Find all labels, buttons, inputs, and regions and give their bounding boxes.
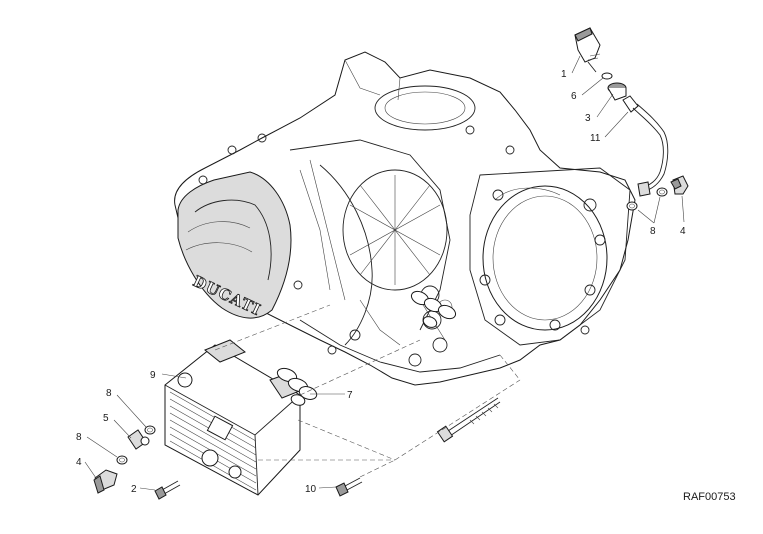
screw-10 bbox=[335, 477, 363, 497]
union-fitting bbox=[127, 429, 150, 450]
drawing-code: RAF00753 bbox=[683, 491, 736, 503]
sealing-washer-lower bbox=[116, 455, 128, 465]
oil-pressure-sensor bbox=[574, 27, 601, 73]
callout-5: 5 bbox=[103, 413, 109, 424]
adapter-fitting bbox=[607, 82, 627, 101]
callout-8-left-lower: 8 bbox=[76, 432, 82, 443]
screw-2 bbox=[154, 480, 181, 500]
long-bolt bbox=[436, 397, 501, 443]
callout-2: 2 bbox=[131, 484, 137, 495]
assembly-guides bbox=[214, 304, 521, 478]
sealing-washer-upper bbox=[144, 425, 156, 435]
callout-8-left-upper: 8 bbox=[106, 388, 112, 399]
callout-4-left: 4 bbox=[76, 457, 82, 468]
callout-7: 7 bbox=[347, 390, 353, 401]
callout-10: 10 bbox=[305, 484, 317, 495]
callout-6: 6 bbox=[571, 91, 577, 102]
callout-3: 3 bbox=[585, 113, 591, 124]
callout-11: 11 bbox=[590, 133, 601, 144]
callout-8-right: 8 bbox=[650, 226, 656, 237]
banjo-bolt-right bbox=[670, 175, 689, 195]
leader-lines bbox=[84, 55, 685, 491]
oil-cooler bbox=[164, 339, 303, 496]
callout-labels: 1 6 3 11 8 4 9 7 8 5 8 4 2 10 bbox=[76, 69, 686, 495]
washer-right-2 bbox=[656, 187, 668, 197]
callout-1: 1 bbox=[561, 69, 567, 80]
callout-9: 9 bbox=[150, 370, 156, 381]
engine-crankcase: DUCATI bbox=[174, 51, 636, 386]
o-rings-on-case bbox=[410, 290, 457, 328]
washer-right-1 bbox=[626, 201, 638, 211]
oil-pipe bbox=[622, 95, 669, 197]
sealing-washer-top bbox=[601, 72, 613, 80]
o-rings bbox=[276, 367, 318, 406]
banjo-bolt-left bbox=[93, 469, 118, 494]
callout-4-right: 4 bbox=[680, 226, 686, 237]
